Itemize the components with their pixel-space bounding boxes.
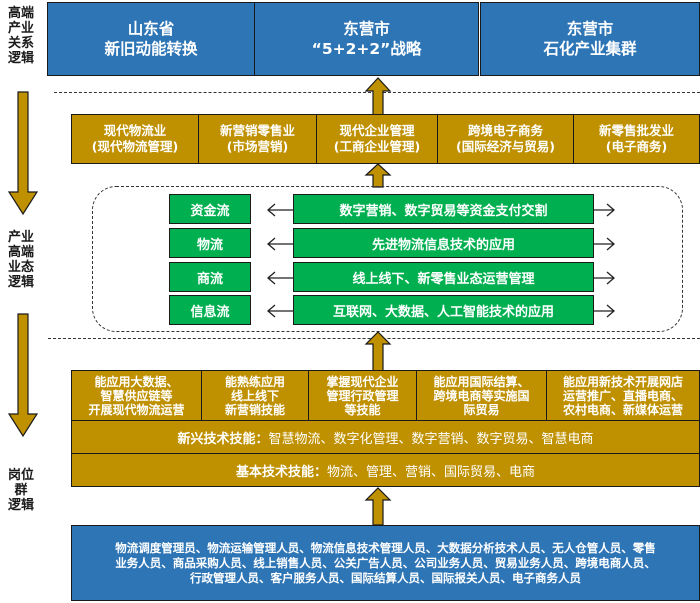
job-line: 物流调度管理员、物流运输管理人员、物流信息技术管理人员、大数据分析技术人员、无人…: [115, 540, 656, 555]
skill-line: 掌握现代企业: [326, 374, 399, 389]
side-label-job-group: 岗位 群 逻辑: [7, 468, 34, 513]
flow-description: 先进物流信息技术的应用: [371, 237, 515, 253]
up-arrow-icon: [364, 331, 392, 372]
industry-box-new-retail: 新零售批发业 (电子商务): [573, 114, 700, 164]
flow-desc-capital: 数字营销、数字贸易等资金支付交割: [293, 194, 594, 224]
flow-name: 信息流: [190, 304, 230, 320]
skill-line: 运营推广、直播电商、: [562, 388, 683, 403]
up-arrow-icon: [364, 77, 392, 116]
skill-line: 能应用国际结算、: [433, 374, 530, 389]
strategy-title: 山东省: [127, 20, 175, 38]
left-arrow-icon: [267, 237, 294, 251]
flow-dashed-frame: [92, 186, 683, 332]
emerging-skills-row: 新兴技术技能： 智慧物流、数字化管理、数字营销、数字贸易、智慧电商: [71, 420, 700, 454]
skill-line: 管理行政管理: [326, 388, 399, 403]
strategy-title: 东营市: [343, 20, 390, 38]
industry-box-cross-border: 跨境电子商务 (国际经济与贸易): [437, 114, 574, 164]
right-arrow-icon: [594, 304, 615, 318]
skill-box-marketing: 能熟练应用 线上线下 新营销技能: [201, 370, 309, 421]
skill-line: 新营销技能: [224, 402, 285, 417]
right-arrow-icon: [594, 271, 615, 285]
skill-line: 开展现代物流运营: [88, 402, 185, 417]
left-arrow-icon: [267, 271, 294, 285]
industry-title: 新营销零售业: [219, 123, 295, 138]
left-arrow-icon: [267, 203, 294, 217]
skill-box-management: 掌握现代企业 管理行政管理 等技能: [308, 370, 417, 421]
down-arrow-icon: [7, 91, 39, 216]
industry-box-enterprise-mgmt: 现代企业管理 (工商企业管理): [316, 114, 438, 164]
skill-line: 能熟练应用: [224, 374, 285, 389]
flow-name-commerce: 商流: [169, 262, 251, 292]
industry-major: (国际经济与贸易): [456, 139, 555, 154]
industry-major: (市场营销): [226, 139, 289, 154]
skill-line: 跨境电商等实施国: [433, 388, 530, 403]
flow-name: 资金流: [190, 203, 230, 219]
industry-box-logistics: 现代物流业 (现代物流管理): [71, 114, 199, 164]
industry-major: (现代物流管理): [91, 139, 179, 154]
basic-skills-row: 基本技术技能： 物流、管理、营销、国际贸易、电商: [71, 453, 700, 487]
up-arrow-icon: [364, 487, 392, 526]
flow-desc-logistics: 先进物流信息技术的应用: [293, 228, 594, 258]
basic-skills-value: 物流、管理、营销、国际贸易、电商: [327, 464, 536, 480]
industry-title: 跨境电子商务: [467, 123, 543, 138]
industry-major: (工商企业管理): [333, 139, 421, 154]
strategy-subtitle: “5+2+2”战略: [311, 40, 422, 58]
flow-desc-information: 互联网、大数据、人工智能技术的应用: [293, 295, 594, 325]
flow-name-information: 信息流: [169, 295, 251, 325]
skill-line: 际贸易: [463, 402, 500, 417]
strategy-box-dongying-petrochem: 东营市 石化产业集群: [480, 2, 700, 76]
side-label-industry-format: 产业 高端 业态 逻辑: [7, 230, 34, 290]
skill-line: 线上线下: [230, 388, 279, 403]
strategy-subtitle: 新旧动能转换: [104, 40, 198, 58]
right-arrow-icon: [594, 203, 615, 217]
skill-box-logistics: 能应用大数据、 智慧供应链等 开展现代物流运营: [71, 370, 202, 421]
down-arrow-icon: [7, 313, 39, 438]
skill-line: 智慧供应链等: [100, 388, 173, 403]
flow-description: 线上线下、新零售业态运营管理: [352, 271, 535, 287]
strategy-box-dongying-552: 东营市 “5+2+2”战略: [254, 2, 479, 76]
emerging-skills-value: 智慧物流、数字化管理、数字营销、数字贸易、智慧电商: [268, 431, 594, 447]
strategy-title: 东营市: [566, 20, 614, 38]
side-label-industry-relation: 高端 产业 关系 逻辑: [7, 6, 34, 66]
skill-box-ecommerce: 能应用新技术开展网店 运营推广、直播电商、 农村电商、新媒体运营: [546, 370, 700, 421]
skill-line: 能应用大数据、: [94, 374, 179, 389]
right-arrow-icon: [594, 237, 615, 251]
industry-title: 新零售批发业: [598, 123, 674, 138]
job-line: 业务人员、商品采购人员、线上销售人员、公关广告人员、公司业务人员、贸易业务人员、…: [115, 555, 656, 570]
flow-name-capital: 资金流: [169, 194, 251, 224]
flow-name: 商流: [196, 271, 223, 287]
flow-description: 数字营销、数字贸易等资金支付交割: [339, 203, 548, 219]
strategy-box-shandong: 山东省 新旧动能转换: [47, 2, 255, 76]
skill-line: 等技能: [344, 402, 381, 417]
skill-line: 能应用新技术开展网店: [562, 374, 683, 389]
job-line: 行政管理人员、客户服务人员、国际结算人员、国际报关人员、电子商务人员: [190, 570, 581, 585]
basic-skills-label: 基本技术技能：: [235, 464, 327, 480]
industry-title: 现代企业管理: [339, 123, 415, 138]
skill-box-trade: 能应用国际结算、 跨境电商等实施国 际贸易: [416, 370, 547, 421]
flow-description: 互联网、大数据、人工智能技术的应用: [332, 304, 554, 320]
strategy-subtitle: 石化产业集群: [543, 40, 637, 58]
up-arrow-icon: [364, 163, 392, 188]
flow-name-logistics: 物流: [169, 228, 251, 258]
job-group-box: 物流调度管理员、物流运输管理人员、物流信息技术管理人员、大数据分析技术人员、无人…: [71, 525, 700, 601]
emerging-skills-label: 新兴技术技能：: [177, 431, 269, 447]
skill-line: 农村电商、新媒体运营: [562, 402, 683, 417]
industry-box-retail: 新营销零售业 (市场营销): [198, 114, 317, 164]
flow-name: 物流: [196, 237, 223, 253]
left-arrow-icon: [267, 304, 294, 318]
industry-title: 现代物流业: [103, 123, 167, 138]
industry-major: (电子商务): [605, 139, 668, 154]
flow-desc-commerce: 线上线下、新零售业态运营管理: [293, 262, 594, 292]
